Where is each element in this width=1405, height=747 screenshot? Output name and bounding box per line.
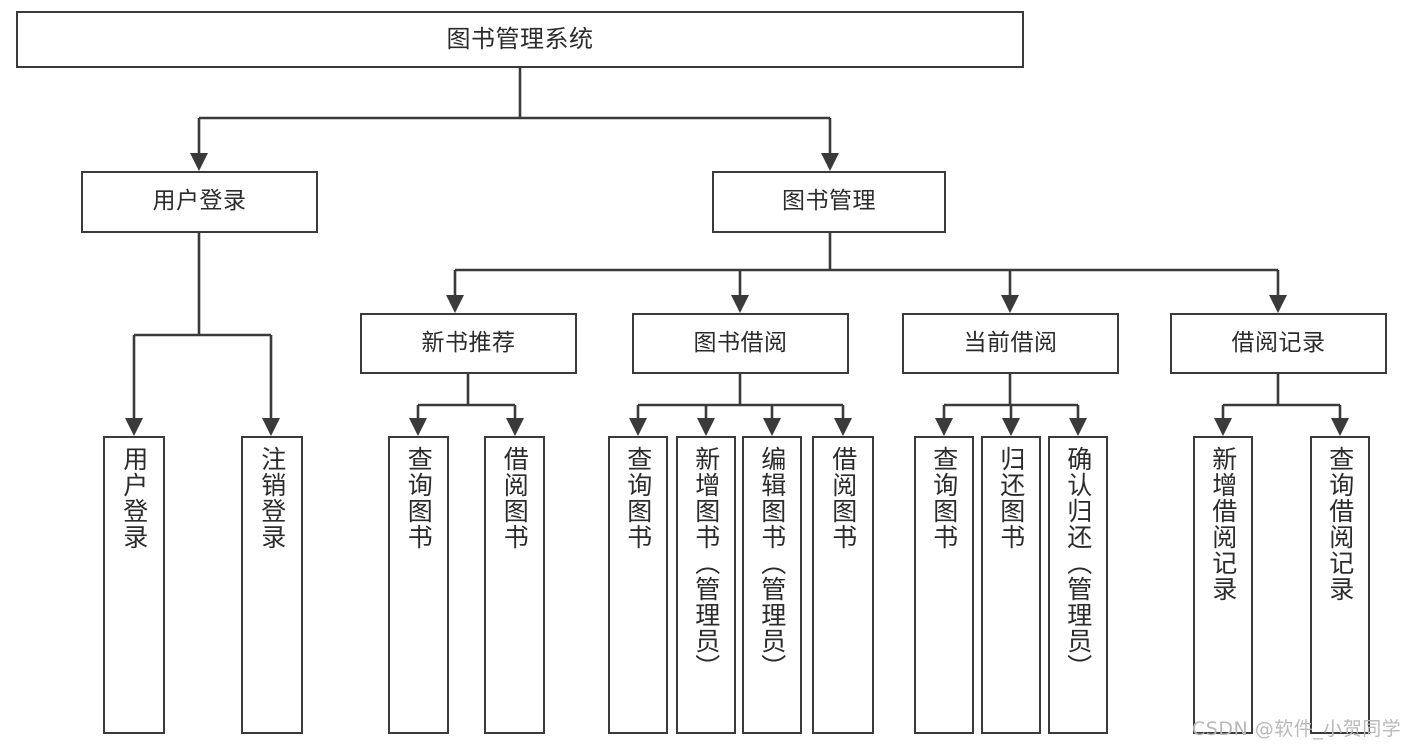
node-label: 确认归还（管理员） — [1063, 446, 1093, 680]
node-label: 查询图书 — [623, 446, 653, 550]
leaf-book-borrow-add-book[interactable]: 新增图书（管理员） — [676, 436, 736, 734]
node-current-borrow[interactable]: 当前借阅 — [902, 313, 1119, 374]
node-label: 借阅图书 — [500, 446, 530, 550]
leaf-book-borrow-edit-book[interactable]: 编辑图书（管理员） — [742, 436, 802, 734]
node-label: 归还图书 — [996, 446, 1026, 550]
node-label: 用户登录 — [119, 446, 149, 550]
node-root-book-management-system[interactable]: 图书管理系统 — [16, 11, 1024, 68]
leaf-current-borrow-return-book[interactable]: 归还图书 — [981, 436, 1041, 734]
leaf-new-book-query-book[interactable]: 查询图书 — [388, 436, 449, 734]
node-book-management[interactable]: 图书管理 — [712, 171, 946, 233]
leaf-current-borrow-confirm-return[interactable]: 确认归还（管理员） — [1048, 436, 1108, 734]
node-label: 查询图书 — [929, 446, 959, 550]
node-label: 注销登录 — [257, 446, 287, 550]
node-label: 新书推荐 — [421, 329, 516, 356]
leaf-user-login-logout[interactable]: 注销登录 — [241, 436, 303, 734]
node-label: 图书管理系统 — [446, 25, 594, 54]
leaf-borrow-record-add-record[interactable]: 新增借阅记录 — [1193, 436, 1253, 734]
node-label: 当前借阅 — [963, 329, 1058, 356]
leaf-user-login-login[interactable]: 用户登录 — [103, 436, 165, 734]
node-label: 新增借阅记录 — [1208, 446, 1238, 602]
leaf-current-borrow-query-book[interactable]: 查询图书 — [914, 436, 974, 734]
node-label: 用户登录 — [152, 188, 247, 215]
leaf-book-borrow-query-book[interactable]: 查询图书 — [608, 436, 668, 734]
node-borrow-record[interactable]: 借阅记录 — [1170, 313, 1387, 374]
leaf-borrow-record-query-record[interactable]: 查询借阅记录 — [1310, 436, 1370, 734]
node-label: 新增图书（管理员） — [691, 446, 721, 680]
node-label: 借阅记录 — [1231, 329, 1326, 356]
leaf-book-borrow-borrow-book[interactable]: 借阅图书 — [812, 436, 874, 734]
node-new-book-recommend[interactable]: 新书推荐 — [360, 313, 577, 374]
node-book-borrow[interactable]: 图书借阅 — [632, 313, 849, 374]
node-label: 借阅图书 — [828, 446, 858, 550]
leaf-new-book-borrow-book[interactable]: 借阅图书 — [484, 436, 545, 734]
csdn-watermark: CSDN @软件_小贺同学 — [1192, 718, 1402, 740]
node-label: 查询借阅记录 — [1325, 446, 1355, 602]
node-label: 查询图书 — [404, 446, 434, 550]
node-user-login[interactable]: 用户登录 — [81, 171, 318, 233]
node-label: 图书借阅 — [693, 329, 788, 356]
node-label: 图书管理 — [782, 188, 876, 215]
node-label: 编辑图书（管理员） — [757, 446, 787, 680]
